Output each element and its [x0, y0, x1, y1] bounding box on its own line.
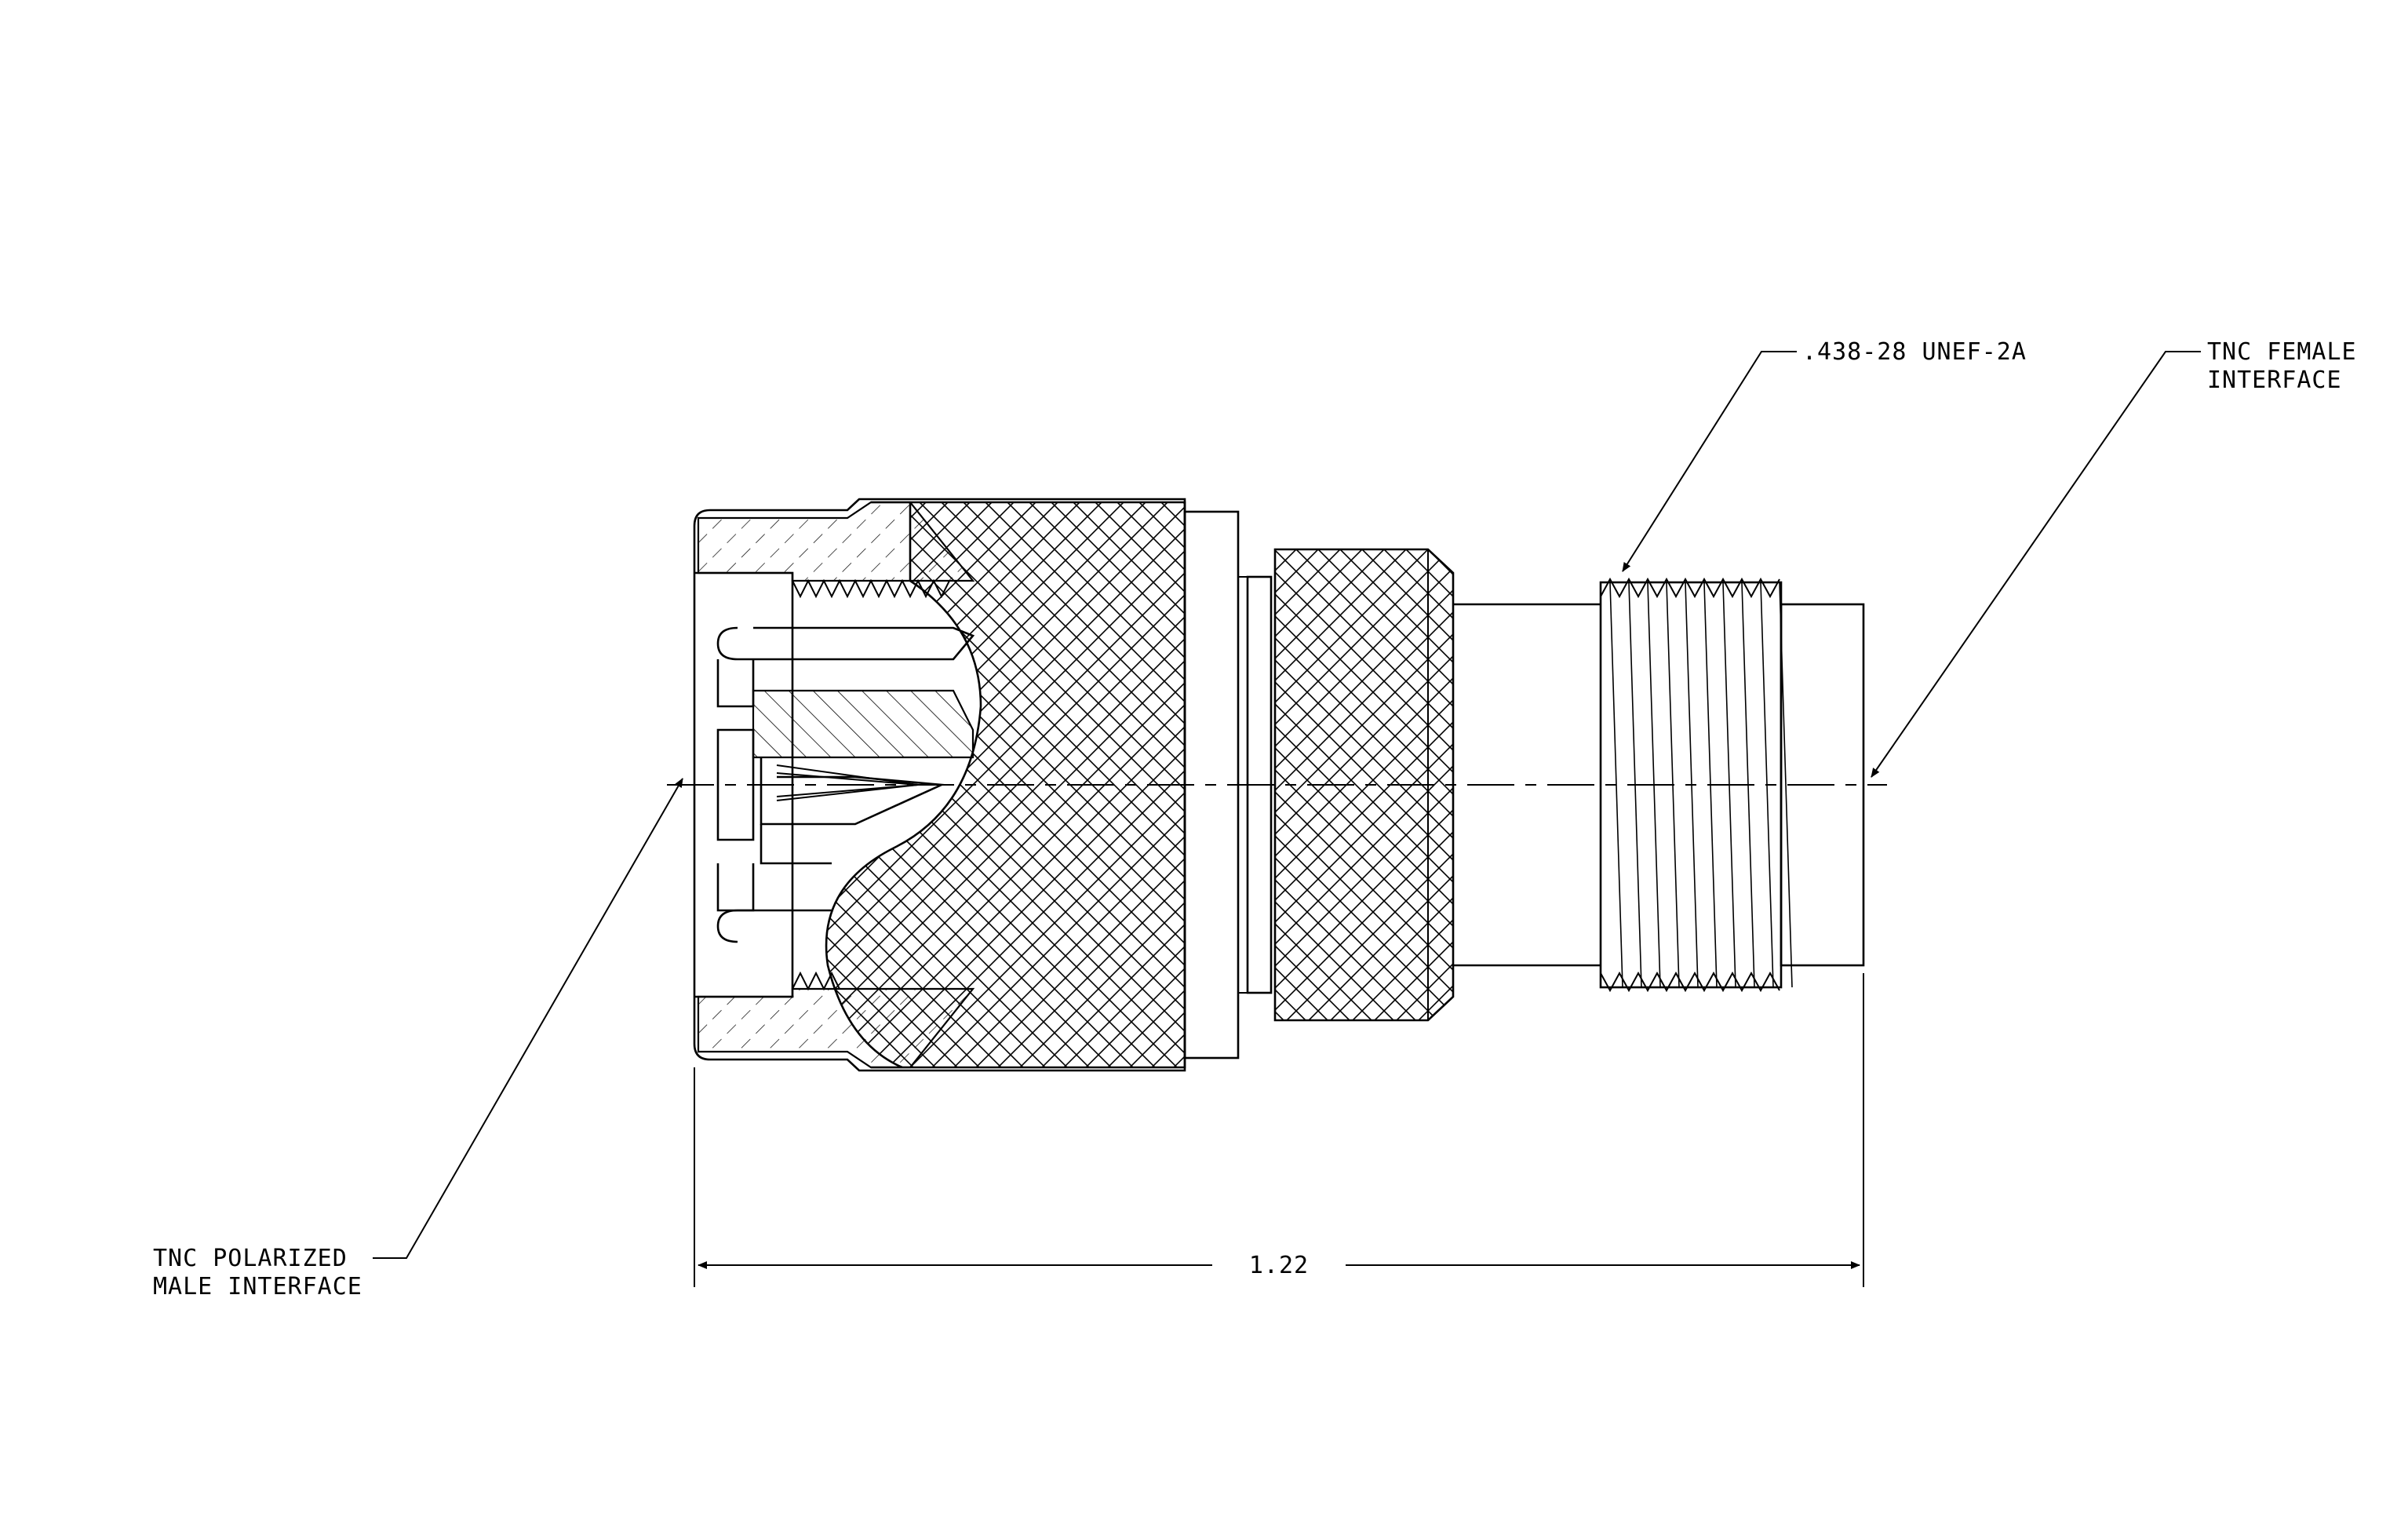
female-threaded-end	[1599, 577, 1865, 993]
overall-length-dimension: 1.22	[694, 973, 1864, 1287]
dimension-value: 1.22	[1249, 1252, 1309, 1279]
thread-spec-callout: .438-28 UNEF-2A	[1622, 338, 2027, 572]
thread-crests-top	[1600, 577, 1780, 599]
inner-contact-assembly	[694, 571, 975, 998]
thread-flanks	[1609, 582, 1793, 988]
connector-body	[1246, 548, 1601, 1022]
thread-crests-bottom	[1600, 971, 1780, 993]
female-interface-callout: TNC FEMALE INTERFACE	[1871, 338, 2357, 778]
female-interface-label-line1: TNC FEMALE	[2207, 338, 2357, 366]
dielectric	[752, 689, 974, 759]
female-interface-label-line2: INTERFACE	[2207, 367, 2342, 394]
male-interface-callout: TNC POLARIZED MALE INTERFACE	[153, 778, 683, 1300]
male-interface-label-line1: TNC POLARIZED	[153, 1245, 348, 1272]
thread-spec-label: .438-28 UNEF-2A	[1802, 338, 2027, 366]
center-pin	[760, 757, 946, 826]
male-interface-label-line2: MALE INTERFACE	[153, 1273, 362, 1300]
